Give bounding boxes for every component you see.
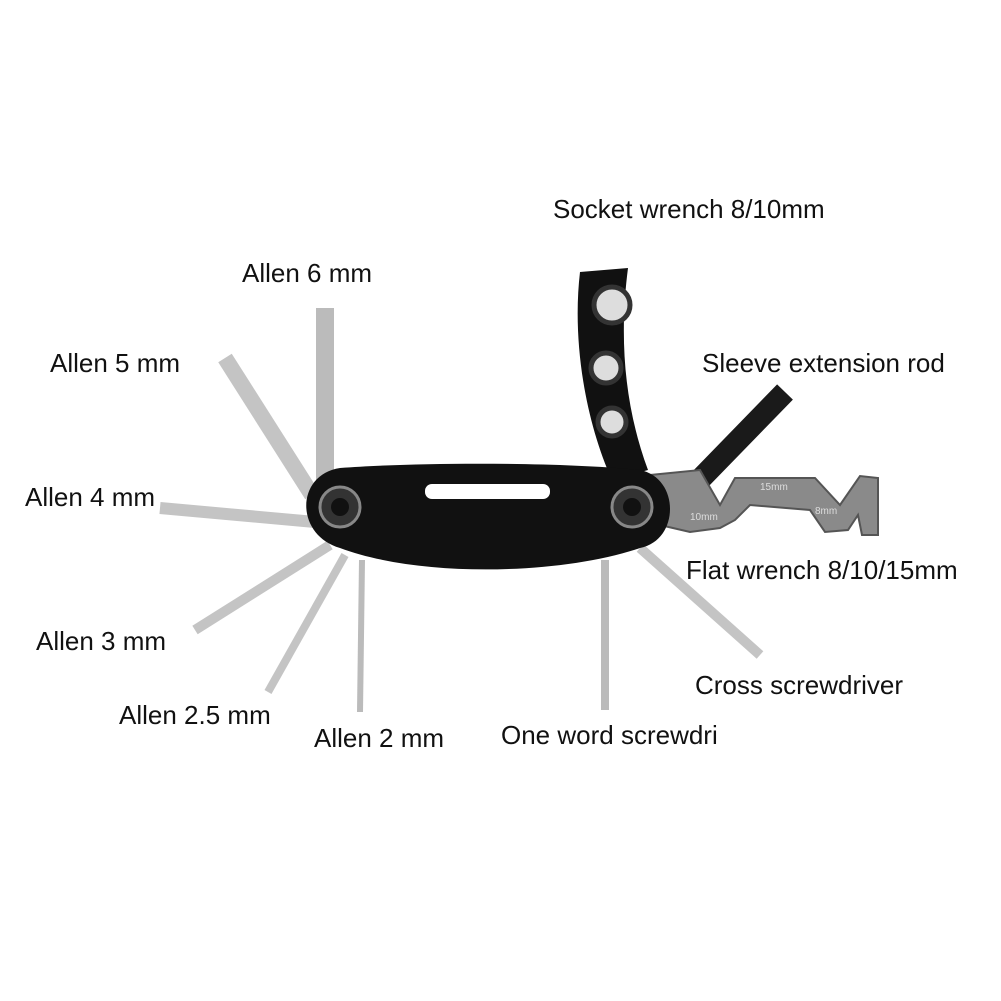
wrench-marking-8: 8mm — [815, 506, 837, 517]
bolt-right — [610, 485, 654, 529]
tool-body — [306, 463, 670, 570]
allen-5-bit — [218, 353, 319, 500]
wrench-marking-15: 15mm — [760, 482, 788, 493]
label-allen-2: Allen 2 mm — [314, 723, 445, 753]
flat-wrench — [648, 468, 879, 536]
wrench-marking-10: 10mm — [690, 512, 718, 523]
label-allen-6: Allen 6 mm — [242, 258, 373, 288]
label-flat-wrench: Flat wrench 8/10/15mm — [686, 555, 958, 585]
label-sleeve-rod: Sleeve extension rod — [702, 348, 945, 378]
cross-screwdriver-bit — [636, 544, 764, 659]
label-allen-2-5: Allen 2.5 mm — [119, 700, 271, 730]
label-allen-3: Allen 3 mm — [36, 626, 167, 656]
allen-3-bit — [192, 540, 333, 635]
label-allen-4: Allen 4 mm — [25, 482, 156, 512]
label-one-word-screwdriver: One word screwdri — [501, 720, 718, 750]
allen-4-bit — [159, 502, 316, 528]
allen-2-5-bit — [264, 553, 349, 694]
allen-2-bit — [357, 559, 365, 713]
body-slot — [425, 484, 550, 499]
label-cross-screwdriver: Cross screwdriver — [695, 670, 904, 700]
socket-rings — [588, 284, 633, 439]
label-allen-5: Allen 5 mm — [50, 348, 181, 378]
label-socket-wrench: Socket wrench 8/10mm — [553, 194, 825, 224]
bolt-left — [318, 485, 362, 529]
